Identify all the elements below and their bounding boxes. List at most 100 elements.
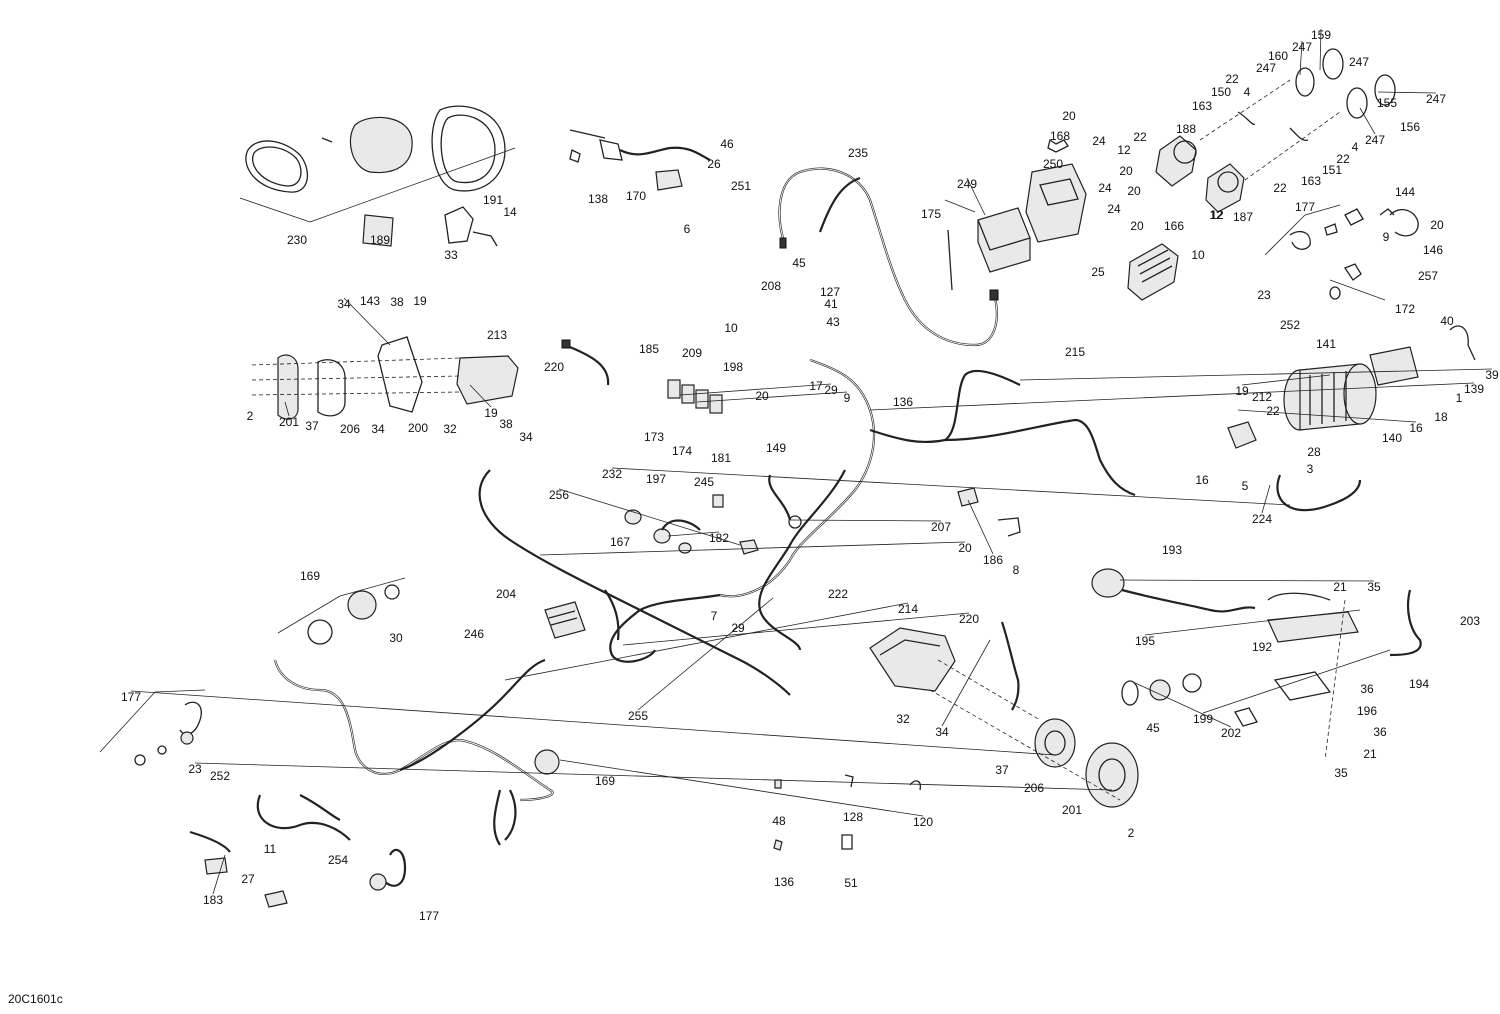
- callout-247: 247: [1256, 61, 1276, 75]
- callout-191: 191: [483, 193, 503, 207]
- callout-220: 220: [544, 360, 564, 374]
- callout-22: 22: [1225, 72, 1239, 86]
- callout-169: 169: [595, 774, 615, 788]
- callout-38: 38: [499, 417, 513, 431]
- callout-214: 214: [898, 602, 918, 616]
- winch-141: [1227, 325, 1476, 512]
- callout-10: 10: [724, 321, 738, 335]
- callout-149: 149: [766, 441, 786, 455]
- callout-245: 245: [694, 475, 714, 489]
- callout-12: 12: [1210, 208, 1224, 222]
- leader-line: [789, 519, 942, 522]
- callout-20: 20: [1130, 219, 1144, 233]
- callout-45: 45: [792, 256, 806, 270]
- callout-201: 201: [1062, 803, 1082, 817]
- callout-22: 22: [1273, 181, 1287, 195]
- callout-143: 143: [360, 294, 380, 308]
- callout-41: 41: [824, 297, 838, 311]
- callout-27: 27: [241, 872, 255, 886]
- harness-246: [273, 658, 554, 846]
- callout-35: 35: [1367, 580, 1381, 594]
- callout-168: 168: [1050, 129, 1070, 143]
- callout-5: 5: [1242, 479, 1249, 493]
- leader-line: [941, 639, 991, 727]
- callout-120: 120: [913, 815, 933, 829]
- leader-line: [504, 602, 909, 681]
- callout-34: 34: [371, 422, 385, 436]
- callout-151: 151: [1322, 163, 1342, 177]
- regulator-166: [1127, 243, 1179, 301]
- leader-line: [696, 391, 848, 403]
- callout-6: 6: [684, 222, 691, 236]
- callout-32: 32: [896, 712, 910, 726]
- leader-layer: [130, 28, 1493, 895]
- callout-173: 173: [644, 430, 664, 444]
- leader-line: [622, 612, 970, 646]
- relay-block: [667, 379, 723, 414]
- callout-194: 194: [1409, 677, 1429, 691]
- callout-40: 40: [1440, 314, 1454, 328]
- leader-line: [1144, 609, 1361, 636]
- speaker-plate-group: [1091, 568, 1422, 761]
- fog-light-group: [277, 577, 560, 775]
- callout-23: 23: [1257, 288, 1271, 302]
- leader-line: [966, 177, 986, 216]
- callout-24: 24: [1092, 134, 1106, 148]
- callout-127: 127: [820, 285, 840, 299]
- callout-247: 247: [1365, 133, 1385, 147]
- callout-141: 141: [1316, 337, 1336, 351]
- callout-20: 20: [755, 389, 769, 403]
- callout-7: 7: [711, 609, 718, 623]
- callout-36: 36: [1373, 725, 1387, 739]
- callout-213: 213: [487, 328, 507, 342]
- callout-9: 9: [844, 391, 851, 405]
- gauge-cluster-group: [239, 105, 516, 247]
- callout-16: 16: [1409, 421, 1423, 435]
- leader-line: [1202, 649, 1391, 714]
- callout-22: 22: [1266, 404, 1280, 418]
- leader-line: [539, 541, 966, 556]
- leader-line: [343, 297, 391, 346]
- callout-235: 235: [848, 146, 868, 160]
- callout-254: 254: [328, 853, 348, 867]
- leader-line: [1132, 681, 1232, 728]
- callout-198: 198: [723, 360, 743, 374]
- callout-232: 232: [602, 467, 622, 481]
- callout-12: 12: [1209, 208, 1223, 222]
- callout-177: 177: [121, 690, 141, 704]
- callout-34: 34: [337, 297, 351, 311]
- callout-17: 17: [809, 379, 823, 393]
- callout-136: 136: [774, 875, 794, 889]
- callout-34: 34: [519, 430, 533, 444]
- central-harness: [478, 358, 1136, 696]
- callout-28: 28: [1307, 445, 1321, 459]
- callout-29: 29: [824, 383, 838, 397]
- callout-182: 182: [709, 531, 729, 545]
- callout-4: 4: [1244, 85, 1251, 99]
- callout-257: 257: [1418, 269, 1438, 283]
- callout-247: 247: [1426, 92, 1446, 106]
- callout-139: 139: [1464, 382, 1484, 396]
- callout-247: 247: [1349, 55, 1369, 69]
- module-204: [544, 601, 586, 639]
- callout-170: 170: [626, 189, 646, 203]
- callout-208: 208: [761, 279, 781, 293]
- callout-14: 14: [503, 205, 517, 219]
- callout-167: 167: [610, 535, 630, 549]
- callout-20: 20: [1119, 164, 1133, 178]
- fuse-box-group: [944, 138, 1087, 291]
- leader-line: [679, 383, 832, 396]
- callout-19: 19: [484, 406, 498, 420]
- leader-line: [611, 467, 1291, 506]
- callout-201: 201: [279, 415, 299, 429]
- callout-46: 46: [720, 137, 734, 151]
- leader-line: [1377, 91, 1437, 94]
- callout-146: 146: [1423, 243, 1443, 257]
- callout-30: 30: [389, 631, 403, 645]
- callout-136: 136: [893, 395, 913, 409]
- callout-160: 160: [1268, 49, 1288, 63]
- leader-line: [1119, 579, 1375, 582]
- leader-line: [1319, 28, 1322, 71]
